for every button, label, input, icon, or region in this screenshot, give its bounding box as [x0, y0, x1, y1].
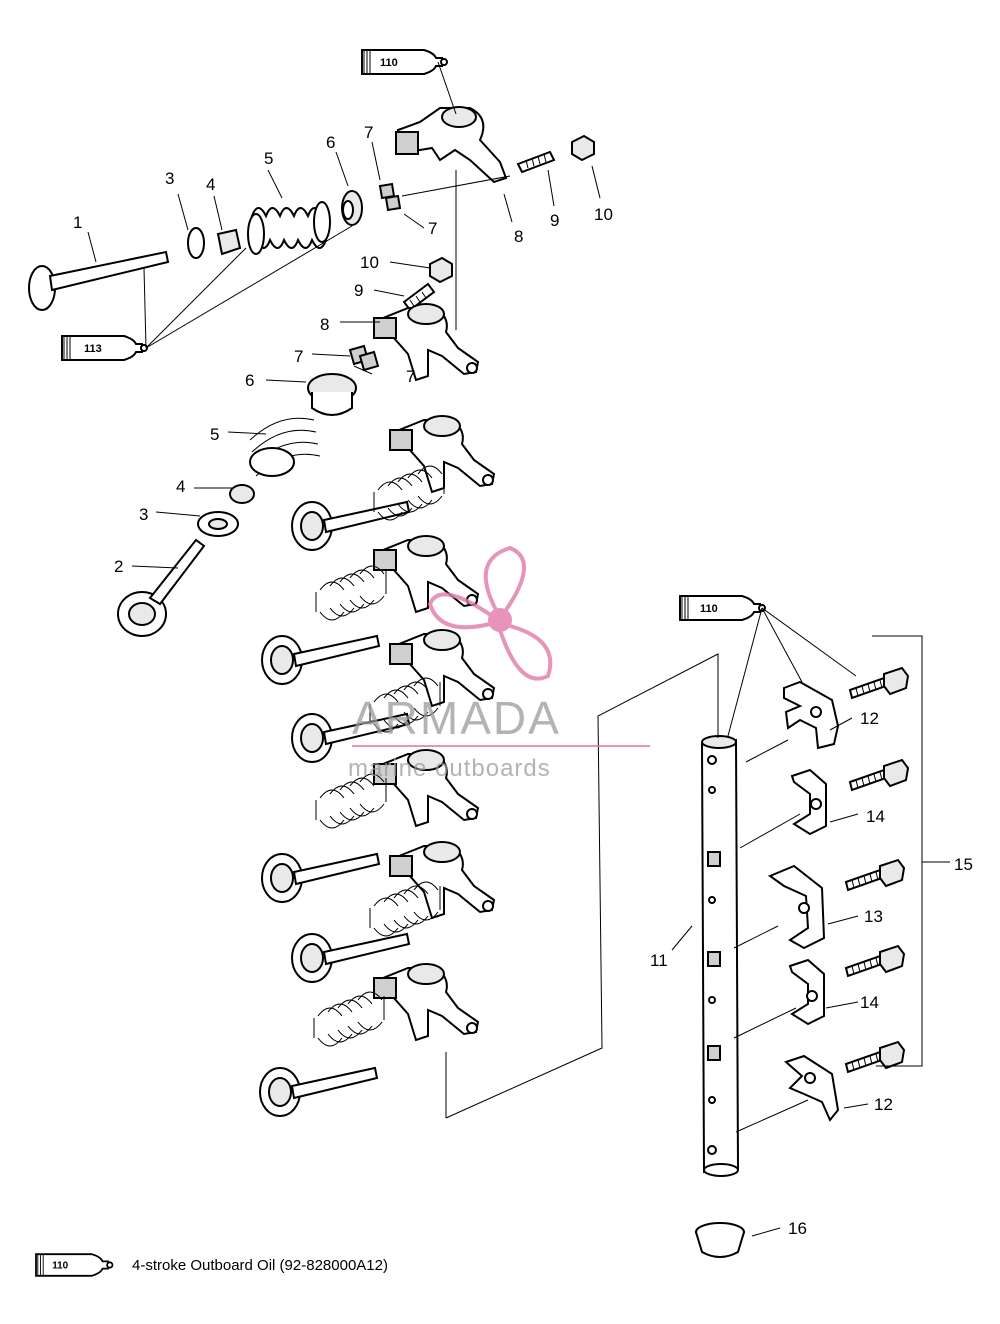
oil-tube-shaft-label: 110 — [700, 603, 718, 615]
upper-valve-keepers — [378, 182, 402, 212]
shaft-bracket-bottom — [784, 1054, 840, 1122]
shaft-plug — [695, 1222, 745, 1258]
oil-tube-top: 110 — [361, 49, 448, 75]
keepers-second — [348, 344, 380, 372]
oil-tube-shaft: 110 — [679, 595, 766, 621]
callout-13: 13 — [864, 907, 883, 926]
bracket-bolt-1 — [849, 667, 909, 699]
callout-10b: 10 — [360, 253, 379, 272]
spring-second — [249, 417, 321, 477]
grease-tube-label: 113 — [84, 343, 102, 355]
rocker-arm-second — [373, 303, 479, 381]
oil-tube-top-label: 110 — [380, 57, 398, 69]
legend-code: 110 — [52, 1261, 68, 1272]
callout-3b: 3 — [139, 505, 148, 524]
callout-9: 9 — [550, 211, 559, 230]
callout-8: 8 — [514, 227, 523, 246]
callout-14b: 14 — [860, 993, 879, 1012]
valve-stack-6 — [259, 1067, 378, 1117]
upper-washer — [187, 227, 205, 259]
upper-lock-nut — [571, 134, 595, 162]
valve-stack-2 — [261, 635, 380, 685]
callout-4: 4 — [206, 175, 215, 194]
spring-stack-2 — [315, 565, 387, 621]
callout-11: 11 — [650, 951, 668, 970]
shaft-bracket-center — [767, 864, 826, 950]
shaft-bracket-14-upper — [790, 768, 827, 836]
callout-numbers: 1 2 3 3 4 4 5 5 6 6 7 7 7 7 8 8 9 9 10 1… — [73, 123, 973, 1238]
valve-stack-1 — [291, 501, 410, 551]
callout-7b: 7 — [428, 219, 437, 238]
retainer-second — [307, 373, 357, 416]
upper-valve — [28, 250, 170, 311]
callout-7d: 7 — [406, 367, 415, 386]
armada-watermark: ARMADA marine outboards — [348, 545, 650, 782]
callout-14: 14 — [866, 807, 885, 826]
callout-6: 6 — [326, 133, 335, 152]
watermark-brand: ARMADA — [352, 692, 561, 744]
upper-valve-stem-seal — [216, 228, 242, 256]
bracket-bolt-5 — [845, 1041, 905, 1073]
washer-second — [197, 511, 239, 537]
callout-5: 5 — [264, 149, 273, 168]
upper-spring-retainer — [341, 190, 363, 226]
rocker-arm-stack-6 — [373, 963, 479, 1041]
grease-tube: 113 — [61, 335, 148, 361]
callout-7: 7 — [364, 123, 373, 142]
legend-text: 4-stroke Outboard Oil (92-828000A12) — [132, 1257, 388, 1274]
callout-7c: 7 — [294, 347, 303, 366]
callout-2: 2 — [114, 557, 123, 576]
legend-oil-tube: 110 — [35, 1253, 114, 1277]
callout-9b: 9 — [354, 281, 363, 300]
valve-stack-4 — [261, 853, 380, 903]
upper-adjusting-screw — [516, 150, 556, 174]
callout-10: 10 — [594, 205, 613, 224]
callout-3: 3 — [165, 169, 174, 188]
callout-12: 12 — [860, 709, 879, 728]
valve-second — [117, 538, 206, 637]
spring-stack-6 — [313, 991, 385, 1047]
rocker-arm-stack-5 — [389, 841, 495, 919]
callout-1: 1 — [73, 213, 82, 232]
callout-15: 15 — [954, 855, 973, 874]
leader-lines — [87, 61, 950, 1237]
callout-12b: 12 — [874, 1095, 893, 1114]
shaft-bracket-top — [783, 680, 840, 750]
seal-second — [229, 484, 255, 504]
lubricant-legend: 110 4-stroke Outboard Oil (92-828000A12) — [35, 1253, 388, 1277]
nut-second — [429, 256, 453, 284]
shaft-bracket-14-lower — [788, 958, 825, 1026]
callout-6b: 6 — [245, 371, 254, 390]
propeller-logo-icon — [427, 545, 553, 681]
upper-valve-spring — [247, 201, 331, 255]
bracket-bolt-2 — [849, 759, 909, 791]
watermark-tagline: marine outboards — [348, 755, 551, 782]
callout-5b: 5 — [210, 425, 219, 444]
rocker-shaft — [700, 735, 740, 1177]
callout-4b: 4 — [176, 477, 185, 496]
bracket-bolt-3 — [845, 859, 905, 891]
upper-rocker-arm — [395, 106, 508, 184]
callout-16: 16 — [788, 1219, 807, 1238]
rocker-arm-stack-1 — [389, 415, 495, 493]
callout-8b: 8 — [320, 315, 329, 334]
bracket-bolt-4 — [845, 945, 905, 977]
